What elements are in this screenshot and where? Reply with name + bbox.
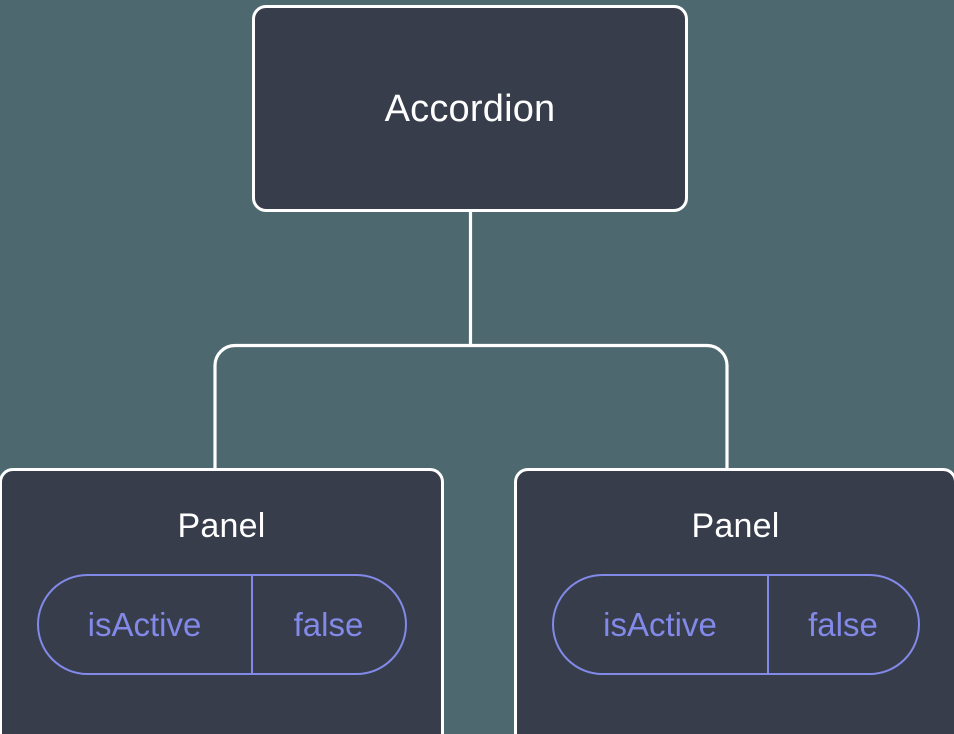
edge-root-to-panel-2 [470,343,729,470]
state-key-panel-2: isActive [603,606,717,643]
state-badge-panel-1[interactable]: isActive false [36,574,407,675]
node-accordion-label: Accordion [384,87,556,130]
state-value-panel-2: false [766,576,918,673]
state-key-panel-1: isActive [87,606,202,643]
state-badge-panel-2[interactable]: isActive false [551,574,920,675]
node-accordion[interactable]: Accordion [252,5,688,212]
node-panel-1-label: Panel [177,507,266,545]
node-panel-2[interactable]: Panel isActive false [514,468,954,734]
edge-root-to-panel-1 [213,343,471,470]
node-panel-1[interactable]: Panel isActive false [0,468,444,734]
node-panel-2-label: Panel [691,507,780,545]
state-value-panel-1: false [250,576,405,673]
